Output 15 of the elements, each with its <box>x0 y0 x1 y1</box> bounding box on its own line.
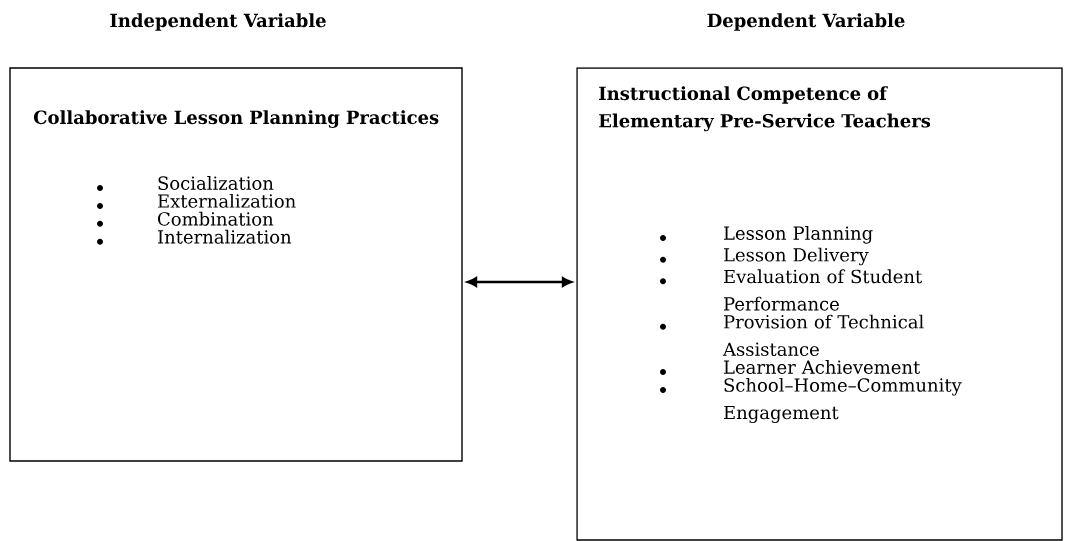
list-item: Lesson Planning <box>724 226 873 244</box>
double-arrow <box>467 277 572 287</box>
list-item: School–Home–Community Engagement <box>724 377 962 423</box>
column-heading: Independent Variable <box>110 13 326 31</box>
box-title: Instructional Competence of Elementary Pre-Service Teachers <box>599 86 931 132</box>
list-item: Socialization <box>158 176 274 190</box>
column-heading: Dependent Variable <box>707 13 905 31</box>
list-item: Lesson Delivery <box>724 247 869 266</box>
box-title: Collaborative Lesson Planning Practices <box>33 110 439 128</box>
list-item: Provision of Technical Assistance <box>722 314 924 356</box>
list-item: Externalization <box>158 193 296 208</box>
list-item: Internalization <box>158 229 292 244</box>
list-item: Evaluation of Student Performance <box>724 269 923 311</box>
list-item: Learner Achievement <box>724 360 921 374</box>
list-item: Combination <box>158 211 274 226</box>
